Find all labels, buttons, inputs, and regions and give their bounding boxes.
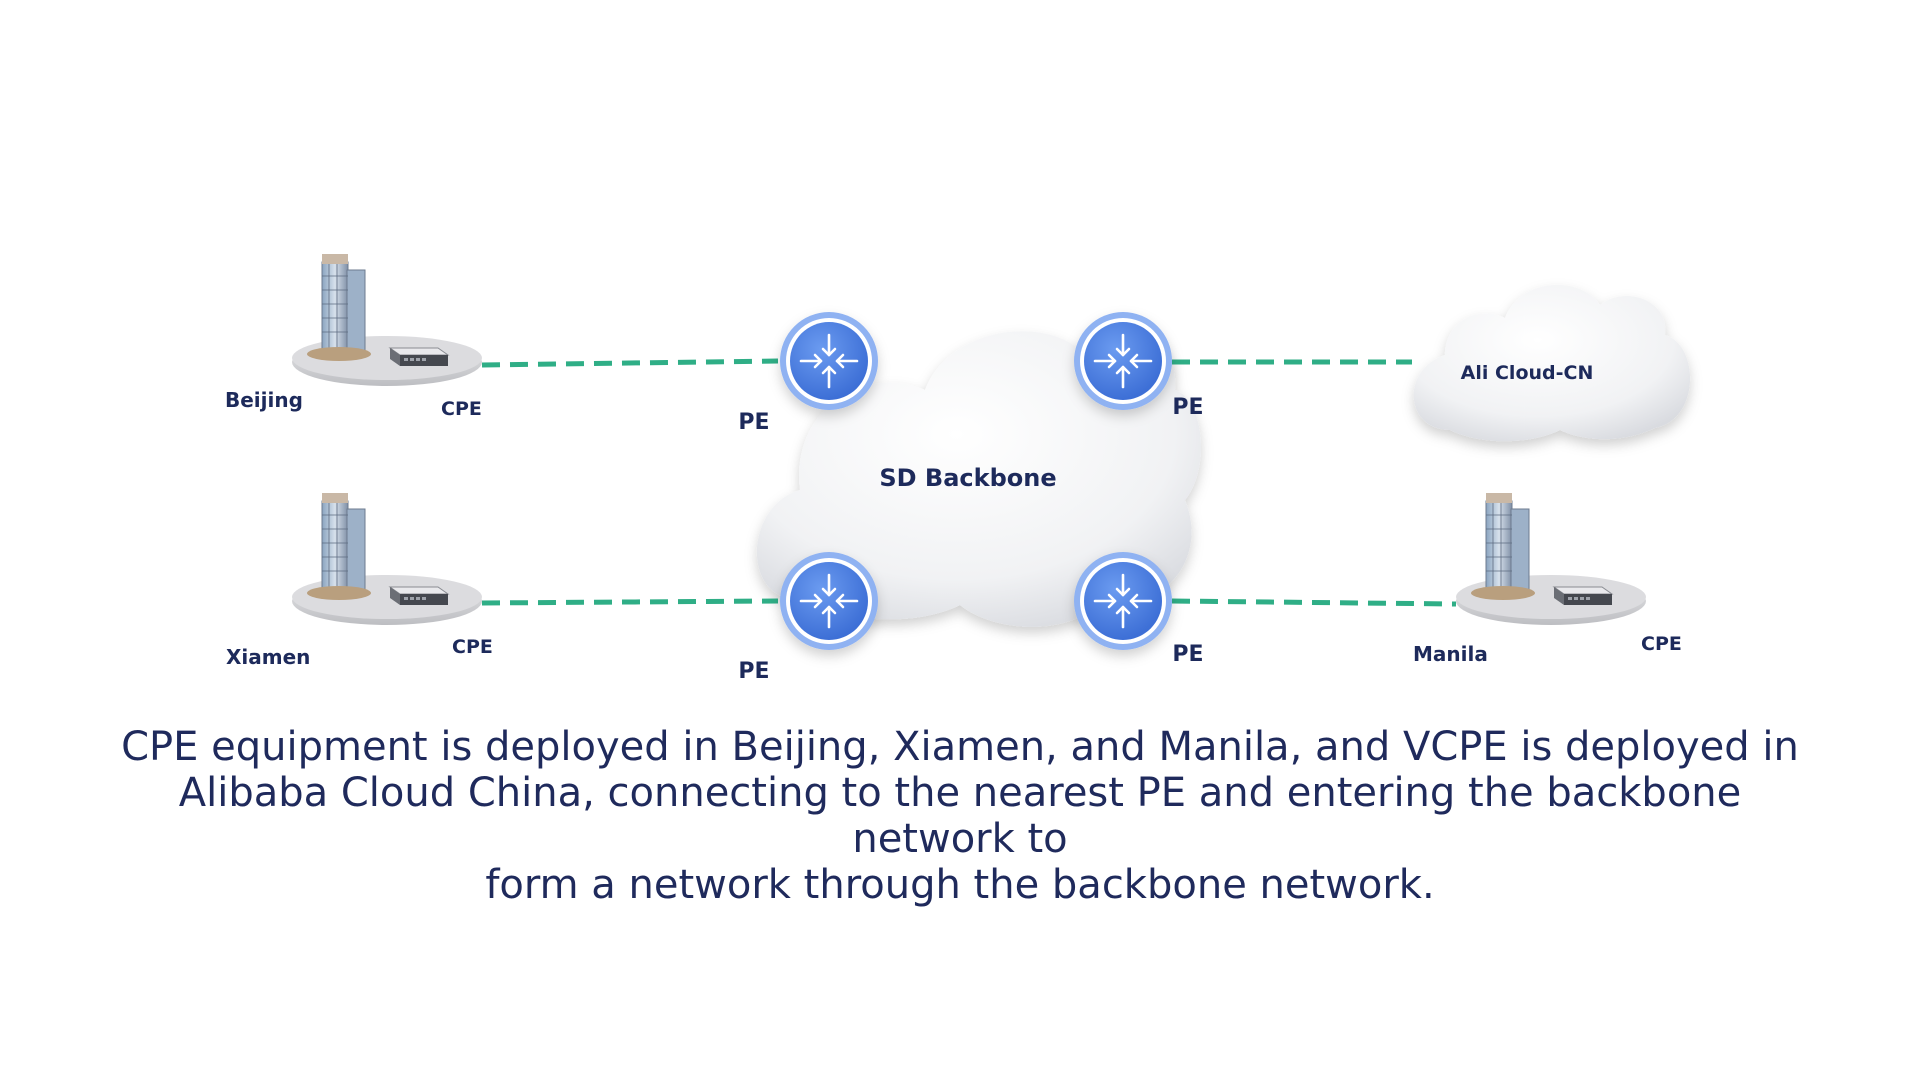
site-device-label: CPE (452, 636, 493, 658)
building-icon (291, 492, 483, 626)
caption-line: CPE equipment is deployed in Beijing, Xi… (121, 724, 1799, 770)
cloud-icon (1413, 284, 1691, 442)
site-city-label: Xiamen (226, 645, 310, 669)
pe-router-top-right: PE (1074, 312, 1204, 420)
caption-line: form a network through the backbone netw… (485, 862, 1435, 908)
pe-router-top-left: PE (738, 312, 878, 435)
router-icon (780, 552, 878, 650)
cpe-device-icon (389, 347, 449, 367)
site-beijing: Beijing CPE (225, 253, 483, 420)
pe-router-bottom-left: PE (738, 552, 878, 684)
building-icon (1455, 492, 1647, 626)
router-icon (1074, 552, 1172, 650)
links (481, 358, 1457, 607)
link-beijing-pe (481, 358, 779, 368)
site-device-label: CPE (441, 398, 482, 420)
router-icon (780, 312, 878, 410)
backbone-cloud (756, 330, 1202, 627)
cpe-device-icon (389, 586, 449, 606)
site-device-label: CPE (1641, 633, 1682, 655)
pe-router-bottom-right: PE (1074, 552, 1204, 667)
diagram-caption: CPE equipment is deployed in Beijing, Xi… (100, 724, 1820, 908)
ali-cloud-label: Ali Cloud-CN (1461, 362, 1594, 384)
pe-label: PE (738, 659, 769, 684)
site-city-label: Beijing (225, 388, 303, 412)
building-icon (291, 253, 483, 387)
link-pe-manila (1171, 598, 1457, 607)
ali-cloud (1413, 284, 1691, 442)
site-manila: Manila CPE (1413, 492, 1682, 666)
pe-label: PE (1172, 395, 1203, 420)
pe-label: PE (1172, 642, 1203, 667)
site-xiamen: Xiamen CPE (226, 492, 493, 669)
caption-line: Alibaba Cloud China, connecting to the n… (178, 770, 1742, 862)
site-city-label: Manila (1413, 642, 1488, 666)
link-xiamen-pe (481, 598, 779, 606)
pe-label: PE (738, 410, 769, 435)
router-icon (1074, 312, 1172, 410)
backbone-label: SD Backbone (879, 464, 1056, 492)
cpe-device-icon (1553, 586, 1613, 606)
cloud-icon (756, 330, 1202, 627)
